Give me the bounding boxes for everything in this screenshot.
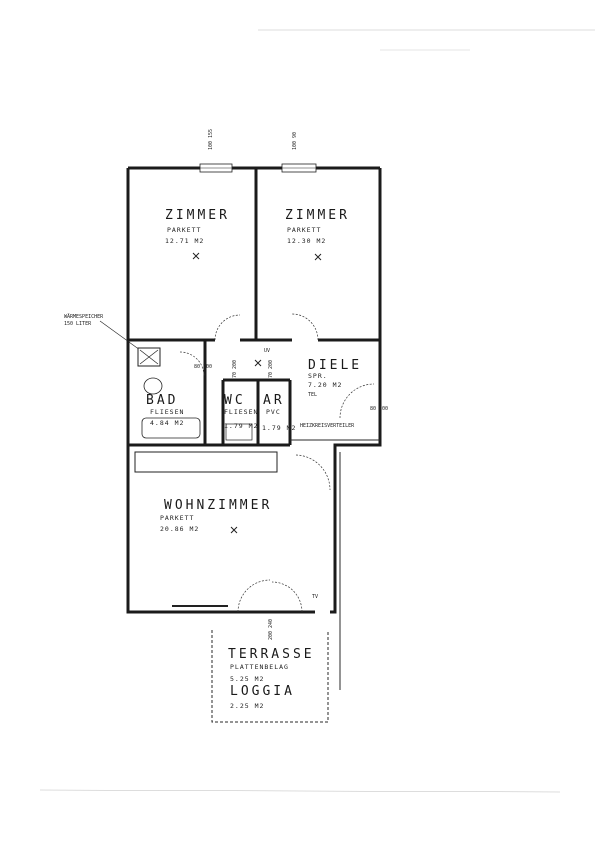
room-floor: PARKETT xyxy=(167,226,201,234)
door-swing-zimmer1 xyxy=(214,314,241,341)
heizkreisverteiler-label: HEIZKREISVERTEILER xyxy=(300,423,355,429)
washbasin xyxy=(143,377,163,395)
room-floor: FLIESEN xyxy=(224,408,258,416)
door-swing-entry xyxy=(295,454,331,491)
ceiling-light-mark xyxy=(230,526,238,534)
door-swing-bad xyxy=(179,351,205,377)
ceiling-light-mark xyxy=(254,359,262,367)
door-swing-zimmer2 xyxy=(291,313,319,341)
kitchen-counter xyxy=(134,451,278,473)
room-floor: FLIESEN xyxy=(150,408,184,416)
tel-label: TEL xyxy=(308,392,317,398)
room-zimmer-2: ZIMMER PARKETT 12.30 M2 xyxy=(285,208,350,261)
door-dim-diele: 80 200 xyxy=(370,406,388,412)
ceiling-light-mark xyxy=(192,252,200,260)
waermespeicher-label: WÄRMESPEICHER xyxy=(64,313,104,320)
room-ar: AR PVC 1.79 M2 70 200 xyxy=(262,360,296,432)
scan-line xyxy=(39,789,561,793)
window-dim-1: 100 155 xyxy=(208,129,214,150)
room-floor: PARKETT xyxy=(160,514,194,522)
bathtub xyxy=(141,417,201,439)
window-zimmer2: 100 90 xyxy=(281,132,317,173)
room-area: 12.30 M2 xyxy=(287,237,326,245)
room-zimmer-1: ZIMMER PARKETT 12.71 M2 xyxy=(165,208,230,260)
room-name: WOHNZIMMER xyxy=(164,498,272,513)
room-area: 20.86 M2 xyxy=(160,525,199,533)
door-swing-terrasse-left xyxy=(237,579,271,613)
room-area-loggia: 2.25 M2 xyxy=(230,702,264,710)
room-area: 7.20 M2 xyxy=(308,381,342,389)
room-wc: WC FLIESEN 1.79 M2 70 200 xyxy=(224,360,258,441)
tv-label: TV xyxy=(312,594,318,600)
room-bad: BAD FLIESEN 4.84 M2 80 200 xyxy=(141,351,212,439)
room-diele: DIELE SPR. 7.20 M2 TEL 80 200 HEIZKREISV… xyxy=(295,358,388,491)
room-area: 5.25 M2 xyxy=(230,675,264,683)
ceiling-light-mark xyxy=(314,253,322,261)
room-wohnzimmer: WOHNZIMMER PARKETT 20.86 M2 TV 200 240 xyxy=(160,498,318,640)
door-dim-bad: 80 200 xyxy=(194,364,212,370)
toilet xyxy=(225,423,253,441)
door-dim-ar: 70 200 xyxy=(268,360,274,378)
room-name: BAD xyxy=(146,393,178,408)
room-name: TERRASSE xyxy=(228,647,315,662)
room-name: AR xyxy=(263,393,285,408)
terrasse-loggia: TERRASSE PLATTENBELAG 5.25 M2 LOGGIA 2.2… xyxy=(211,630,329,723)
room-floor: PARKETT xyxy=(287,226,321,234)
room-area: 1.79 M2 xyxy=(224,422,258,430)
window-dim-2: 100 90 xyxy=(292,132,298,150)
room-name-loggia: LOGGIA xyxy=(230,684,295,699)
door-swing-diele xyxy=(339,383,375,419)
room-area: 4.84 M2 xyxy=(150,419,184,427)
room-name: ZIMMER xyxy=(285,208,350,223)
room-floor: PLATTENBELAG xyxy=(230,663,289,671)
interior-walls xyxy=(128,168,380,473)
uv-label: UV xyxy=(264,348,270,354)
room-area: 1.79 M2 xyxy=(262,424,296,432)
room-floor: SPR. xyxy=(308,372,328,380)
room-name: WC xyxy=(224,393,246,408)
window-zimmer1: 100 155 xyxy=(199,129,233,173)
room-area: 12.71 M2 xyxy=(165,237,204,245)
room-name: ZIMMER xyxy=(165,208,230,223)
waermespeicher-capacity: 150 LITER xyxy=(64,321,92,327)
door-dim-terrasse: 200 240 xyxy=(268,619,274,640)
room-name: DIELE xyxy=(308,358,362,373)
room-floor: PVC xyxy=(266,408,281,416)
door-dim-wc: 70 200 xyxy=(232,360,238,378)
door-swing-terrasse-right xyxy=(271,581,303,613)
waermespeicher: WÄRMESPEICHER 150 LITER xyxy=(64,313,161,367)
